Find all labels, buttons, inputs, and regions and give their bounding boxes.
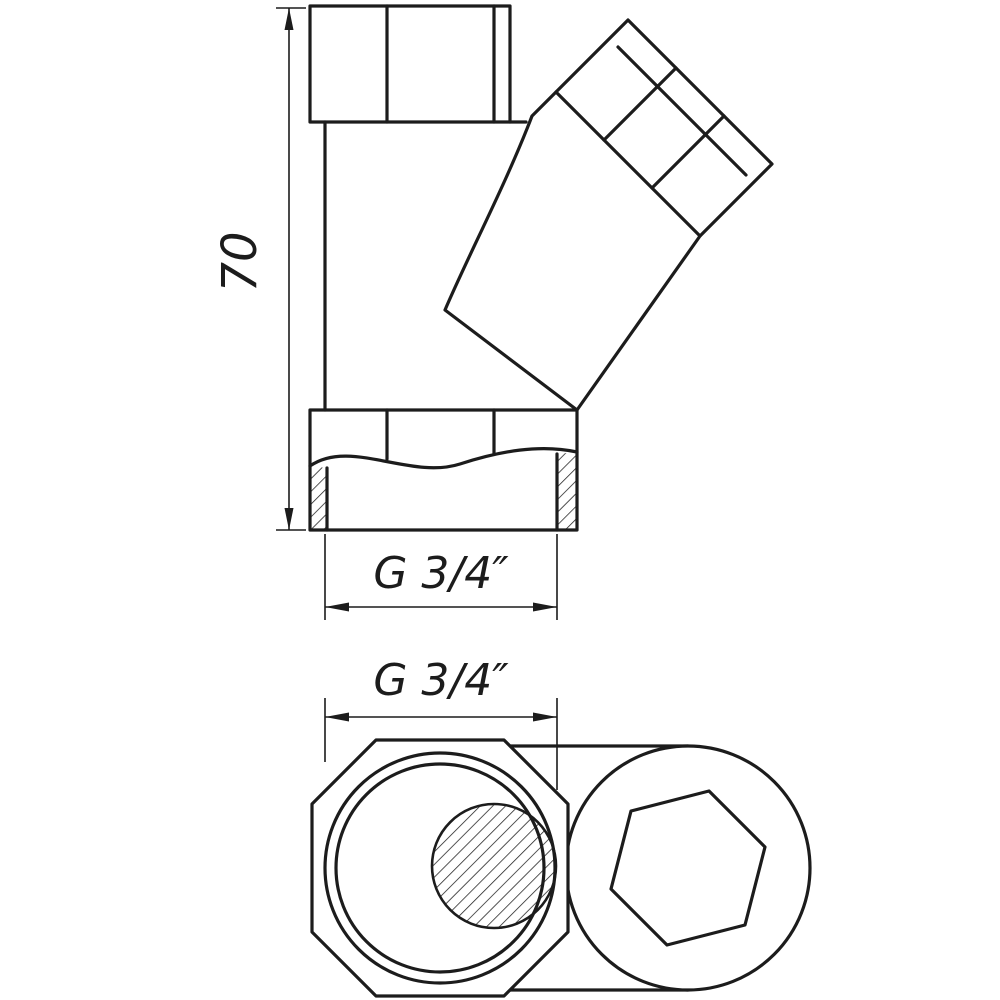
valve-body xyxy=(323,90,579,412)
side-thread-dimension: G 3/4″ xyxy=(324,655,558,790)
thread-hatch-right xyxy=(557,452,577,530)
branch-cap-step-line xyxy=(616,45,748,177)
bottom-nut xyxy=(308,408,579,532)
strainer-branch xyxy=(554,18,774,412)
hex-socket xyxy=(609,789,767,947)
wavy-section-line xyxy=(308,447,579,470)
height-extension-lines xyxy=(276,7,306,531)
top-nut xyxy=(308,4,528,124)
branch-lower-edge xyxy=(575,234,702,412)
thread-bore-lines xyxy=(325,452,559,532)
height-arrowhead-bottom xyxy=(284,508,294,530)
strainer-plug-hatched-circle xyxy=(430,802,558,930)
side-thread-arrowhead-left xyxy=(325,712,349,722)
bottom-nut-flat-lines xyxy=(385,408,496,461)
side-cylinder xyxy=(498,744,812,992)
front-thread-dimension: G 3/4″ xyxy=(324,534,558,620)
front-thread-dimension-label: G 3/4″ xyxy=(373,548,509,599)
body-right-fillet-curve xyxy=(443,90,579,412)
top-nut-outline xyxy=(308,4,512,124)
front-thread-arrowhead-left xyxy=(325,602,349,612)
branch-cap-flat-lines xyxy=(602,66,726,190)
thread-hatch-left xyxy=(310,466,327,530)
height-dimension: 70 xyxy=(212,7,306,531)
height-dimension-label: 70 xyxy=(212,231,268,292)
front-thread-extension-lines xyxy=(324,534,558,620)
side-thread-arrowhead-right xyxy=(533,712,557,722)
height-arrowhead-top xyxy=(284,8,294,30)
front-view xyxy=(308,4,774,532)
side-view xyxy=(310,738,812,998)
top-nut-flat-lines xyxy=(385,4,496,124)
bottom-nut-outline xyxy=(308,408,579,532)
front-thread-arrowhead-right xyxy=(533,602,557,612)
branch-cap-outline xyxy=(554,18,774,238)
cylinder-end-circle xyxy=(564,744,812,992)
side-thread-dimension-label: G 3/4″ xyxy=(373,655,509,706)
side-thread-extension-lines xyxy=(324,698,558,790)
cylinder-tangent-lines xyxy=(498,744,690,992)
